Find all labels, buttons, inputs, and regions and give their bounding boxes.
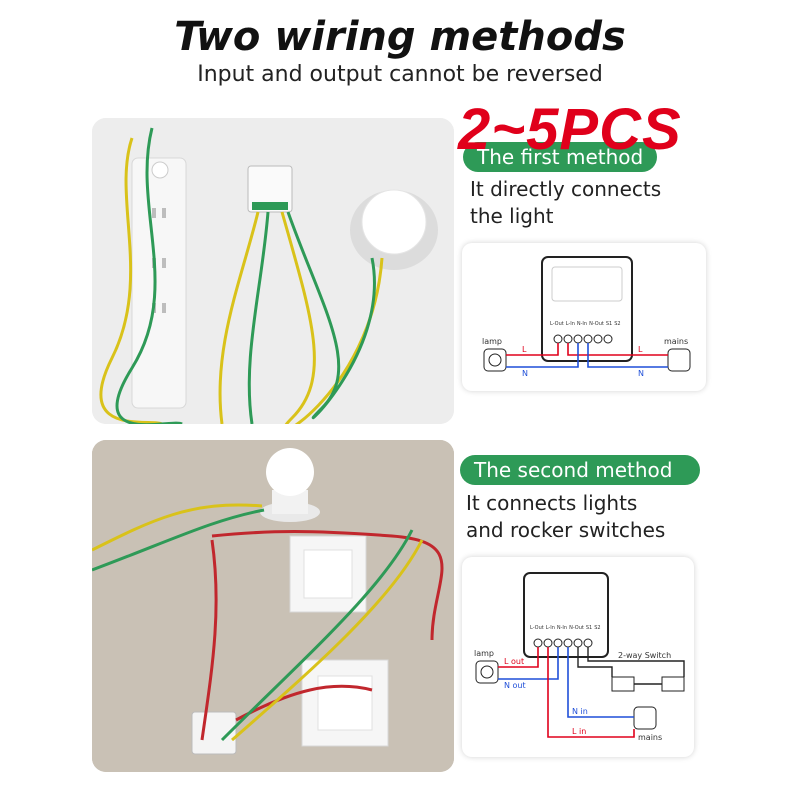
terminal-label: L-Out	[550, 321, 564, 327]
second-method-description: It connects lights and rocker switches	[466, 490, 665, 544]
second-method-badge: The second method	[460, 455, 700, 485]
first-wire-l-right-label: L	[638, 345, 643, 354]
photo-first-method-illustration	[92, 118, 454, 424]
terminal-label: N-In	[576, 321, 588, 327]
first-method-description-line1: It directly connects	[470, 177, 662, 201]
photo-second-method-illustration	[92, 440, 454, 772]
terminal-label: S2	[594, 625, 601, 631]
first-wire-n-label: N	[522, 369, 528, 378]
second-n-in-label: N in	[572, 707, 588, 716]
first-terminal-labels: L-Out L-In N-In N-Out S1 S2	[550, 321, 621, 327]
second-mains-label: mains	[638, 733, 663, 742]
second-switch-label: 2-way Switch	[618, 651, 672, 660]
first-lamp-label: lamp	[482, 337, 502, 346]
second-method-description-line1: It connects lights	[466, 491, 638, 515]
promo-quantity-label: 2~5PCS	[458, 97, 682, 162]
first-method-badge: The first method	[463, 142, 658, 172]
terminal-label: L-Out	[530, 625, 544, 631]
second-terminal-labels: L-Out L-In N-In N-Out S1 S2	[530, 625, 601, 631]
second-method-wiring-svg	[475, 572, 685, 738]
terminal-label: N-Out	[589, 321, 604, 327]
second-lamp-label: lamp	[474, 649, 494, 658]
first-method-description-line2: the light	[470, 204, 554, 228]
first-wire-n-right-label: N	[638, 369, 644, 378]
second-l-out-label: L out	[504, 657, 525, 666]
photo-second-method	[92, 440, 454, 772]
terminal-label: L-In	[565, 321, 575, 327]
terminal-label: N-Out	[569, 625, 584, 631]
terminal-label: L-In	[545, 625, 555, 631]
terminal-label: S2	[614, 321, 621, 327]
first-method-diagram: lamp mains L N L N L-Out L-In N-In N-Out…	[462, 243, 706, 391]
second-n-out-label: N out	[504, 681, 526, 690]
first-method-description: It directly connects the light	[470, 176, 661, 230]
second-method-description-line2: and rocker switches	[466, 518, 666, 542]
photo-first-method	[92, 118, 454, 424]
page-subtitle: Input and output cannot be reversed	[197, 62, 603, 87]
first-wire-l-label: L	[522, 345, 527, 354]
page-title: Two wiring methods	[174, 14, 626, 60]
terminal-label: N-In	[556, 625, 568, 631]
second-l-in-label: L in	[572, 727, 587, 736]
terminal-label: S1	[585, 625, 593, 631]
first-method-wiring-svg	[483, 256, 691, 372]
terminal-label: S1	[605, 321, 613, 327]
first-mains-label: mains	[664, 337, 689, 346]
second-method-diagram: lamp mains L out N out N in L in 2-way S…	[462, 557, 694, 757]
